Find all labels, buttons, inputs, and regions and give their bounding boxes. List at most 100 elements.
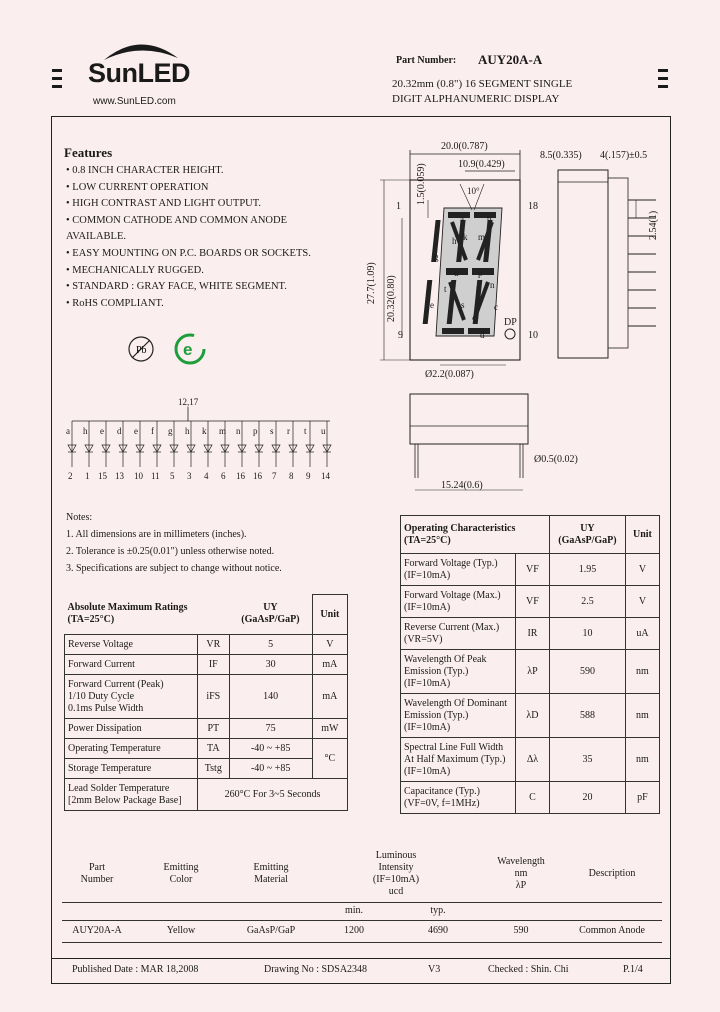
abs-symbol: iFS (197, 674, 230, 719)
diode-icon (101, 444, 111, 453)
circuit-segment-label: g (168, 426, 173, 436)
diode-icon (84, 444, 94, 453)
pin-label-9: 9 (398, 330, 403, 341)
op-value: 10 (549, 617, 626, 650)
op-col-uy: UY (580, 522, 595, 534)
abs-value: -40 ~ +85 (228, 758, 313, 779)
header-bar-left-3 (52, 85, 62, 88)
op-param: Spectral Line Full Width At Half Maximum… (400, 737, 516, 782)
abs-value: 5 (228, 634, 313, 655)
description-line-1: 20.32mm (0.8") 16 SEGMENT SINGLE (392, 78, 573, 90)
circuit-pin-number: 16 (253, 471, 262, 481)
circuit-pin-number: 8 (289, 471, 294, 481)
circuit-pin-number: 7 (272, 471, 277, 481)
diode-icon (152, 444, 162, 453)
circuit-segment-label: k (202, 426, 207, 436)
abs-symbol: Tstg (197, 758, 230, 779)
abs-symbol: TA (197, 738, 230, 759)
feature-item: AVAILABLE. (66, 231, 126, 243)
website-link[interactable]: www.SunLED.com (93, 96, 176, 107)
abs-param: Forward Current (64, 654, 198, 675)
brand-logo: SunLED (88, 58, 191, 88)
diode-icon (203, 444, 213, 453)
abs-max-condition: (TA=25°C) (67, 614, 115, 626)
logo-arc-icon (104, 44, 178, 60)
op-unit: nm (624, 649, 661, 694)
datasheet-frame (51, 116, 671, 984)
circuit-segment-label: r (287, 426, 290, 436)
page-number: P.1/4 (623, 964, 643, 975)
feature-item: • RoHS COMPLIANT. (66, 297, 164, 309)
lead-free-icon: Pb (128, 336, 154, 362)
dim-1-5: 1.5(0.059) (416, 163, 427, 205)
svg-text:Pb: Pb (136, 345, 147, 356)
side-dim-8-5: 8.5(0.335) (540, 150, 582, 161)
segment-label-a: a (460, 214, 464, 224)
pin-label-1: 1 (396, 201, 401, 212)
circuit-segment-label: u (321, 426, 326, 436)
footer-rule (51, 958, 671, 959)
display-front-view (380, 150, 521, 366)
abs-unit: V (311, 634, 349, 655)
prod-header-color: Emitting Color (163, 861, 199, 885)
description-line-2: DIGIT ALPHANUMERIC DISPLAY (392, 93, 560, 105)
prod-material: GaAsP/GaP (246, 925, 296, 936)
prod-header-min: min. (344, 905, 364, 916)
product-table: Part Number Emitting Color Emitting Mate… (62, 846, 662, 943)
segment-label-h: h (452, 236, 457, 246)
dp-label: DP (504, 317, 517, 328)
header-bar-right-1 (658, 69, 668, 72)
circuit-segment-label: m (219, 426, 227, 436)
abs-param: Reverse Voltage (64, 634, 198, 655)
feature-item: • EASY MOUNTING ON P.C. BOARDS OR SOCKET… (66, 247, 311, 259)
dim-27-7: 27.7(1.09) (366, 262, 377, 304)
circuit-segment-label: n (236, 426, 241, 436)
circuit-segment-label: s (270, 426, 274, 436)
abs-max-header: Absolute Maximum Ratings (TA=25°C) (65, 595, 230, 635)
circuit-segment-label: t (304, 426, 307, 436)
diode-icon (271, 444, 281, 453)
op-unit: uA (624, 617, 661, 650)
operating-char-table: Operating Characteristics (TA=25°C) UY (… (399, 515, 661, 814)
circuit-pin-number: 13 (115, 471, 124, 481)
notes-section: Notes: 1. All dimensions are in millimet… (66, 509, 282, 577)
op-col-material: (GaAsP/GaP) (558, 534, 617, 546)
diode-icon (322, 444, 332, 453)
diode-icon (67, 444, 77, 453)
op-unit-header: Unit (624, 515, 661, 554)
checked-by: Checked : Shin. Chi (488, 964, 569, 975)
bottom-width: 15.24(0.6) (441, 480, 483, 491)
part-number: AUY20A-A (478, 52, 543, 67)
diode-icon (118, 444, 128, 453)
abs-value: 140 (228, 674, 313, 719)
note-item: 3. Specifications are subject to change … (66, 563, 282, 574)
op-uy-header: UY (GaAsP/GaP) (549, 515, 626, 554)
circuit-pin-number: 16 (236, 471, 245, 481)
diode-icon (220, 444, 230, 453)
circuit-pin-number: 3 (187, 471, 192, 481)
segment-label-e: e (430, 300, 434, 310)
circuit-pin-number: 4 (204, 471, 209, 481)
abs-max-col-material: (GaAsP/GaP) (241, 614, 300, 626)
abs-value: 75 (228, 718, 313, 739)
abs-param: Storage Temperature (64, 758, 198, 779)
feature-item: • COMMON CATHODE AND COMMON ANODE (66, 214, 287, 226)
op-symbol: IR (514, 617, 551, 650)
note-item: 1. All dimensions are in millimeters (in… (66, 529, 247, 540)
op-value: 1.95 (549, 553, 626, 586)
abs-unit: mA (311, 674, 349, 719)
dim-dot: Ø2.2(0.087) (425, 369, 474, 380)
op-value: 590 (549, 649, 626, 694)
notes-title: Notes: (66, 512, 93, 523)
diode-icon (169, 444, 179, 453)
abs-symbol: PT (197, 718, 230, 739)
abs-unit: mA (311, 654, 349, 675)
prod-header-wavelength: Wavelength nm λP (497, 855, 545, 891)
circuit-pin-number: 5 (170, 471, 175, 481)
circuit-pin-number: 15 (98, 471, 107, 481)
abs-param: Power Dissipation (64, 718, 198, 739)
feature-item: • STANDARD : GRAY FACE, WHITE SEGMENT. (66, 281, 287, 293)
segment-label-k: k (463, 232, 468, 242)
features-list: • 0.8 INCH CHARACTER HEIGHT. • LOW CURRE… (66, 163, 311, 312)
segment-label-u: u (454, 268, 459, 278)
